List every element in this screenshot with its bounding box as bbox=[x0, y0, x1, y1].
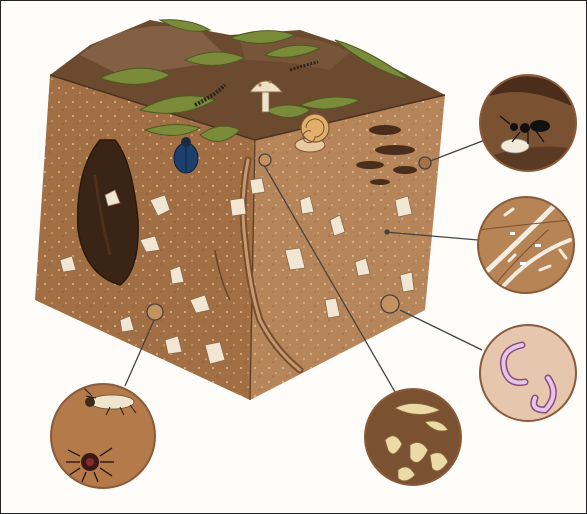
grub-larvae-icon bbox=[365, 389, 461, 485]
fungal-hyphae-icon bbox=[478, 197, 574, 293]
nematode-worms-icon bbox=[480, 325, 576, 421]
mite-and-springtail-icon bbox=[51, 384, 155, 488]
ant-and-larva-icon bbox=[480, 75, 580, 175]
soil-block bbox=[35, 20, 445, 400]
